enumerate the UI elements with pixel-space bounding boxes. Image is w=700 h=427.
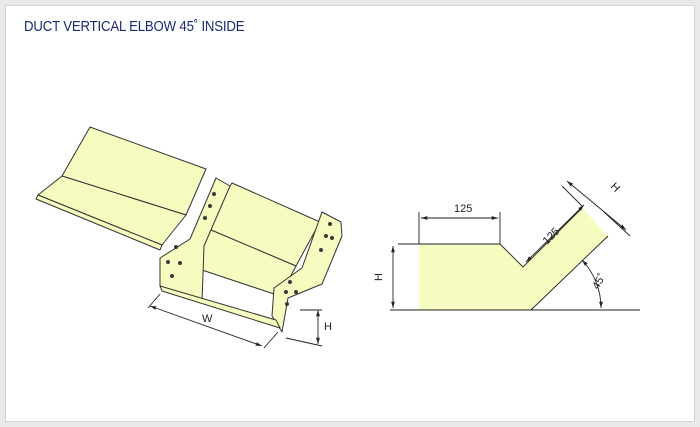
isometric-view: W H <box>35 126 343 349</box>
bolt-hole <box>284 290 288 294</box>
bolt-hole <box>285 302 289 306</box>
bolt-hole <box>212 192 216 196</box>
bolt-hole <box>203 216 207 220</box>
bolt-hole <box>170 274 174 278</box>
profile-slant-edge <box>530 235 609 311</box>
bolt-hole <box>178 261 182 265</box>
bolt-holes <box>166 192 334 306</box>
width-label: W <box>202 313 213 325</box>
bolt-hole <box>288 280 292 284</box>
profile-height-dimension: H <box>373 246 395 308</box>
bolt-hole <box>330 236 334 240</box>
elbow-right-side <box>271 211 343 333</box>
upper-tray-lip <box>35 194 163 251</box>
bolt-hole <box>166 260 170 264</box>
bolt-hole <box>174 245 178 249</box>
slant-height-label: H <box>608 181 622 195</box>
height-label-iso: H <box>324 321 332 333</box>
angle-dimension: 45˚ <box>581 259 609 309</box>
bolt-hole <box>319 248 323 252</box>
drawing-title: DUCT VERTICAL ELBOW 45˚ INSIDE <box>24 18 245 35</box>
bolt-hole <box>294 290 298 294</box>
height-dimension-iso: H <box>285 309 332 347</box>
width-dimension: W <box>147 293 279 349</box>
bolt-hole <box>324 234 328 238</box>
elbow-front-lip <box>159 285 281 329</box>
top-width-label: 125 <box>454 203 472 215</box>
elbow-profile-fill <box>419 208 608 310</box>
profile-view: 125 125 H H 45˚ <box>373 181 640 311</box>
profile-height-label: H <box>373 273 385 281</box>
upper-tray <box>35 126 207 251</box>
bolt-hole <box>328 222 332 226</box>
elbow-body <box>159 177 343 333</box>
bolt-hole <box>208 204 212 208</box>
top-width-dimension: 125 <box>418 203 501 244</box>
